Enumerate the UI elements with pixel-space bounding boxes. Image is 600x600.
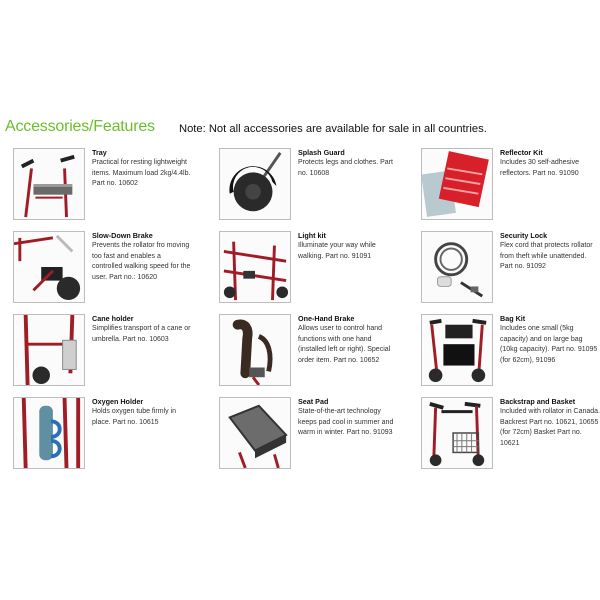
accessory-item-oxygen-holder: Oxygen Holder Holds oxygen tube firmly i… [13,397,193,473]
accessory-item-bag-kit: Bag Kit Includes one small (5kg capacity… [421,314,600,390]
item-name: Slow-Down Brake [92,231,153,240]
item-description: Prevents the rollator fro moving too fas… [92,242,191,281]
item-name: Light kit [298,231,326,240]
one-hand-brake-icon [219,314,291,386]
item-name: Backstrap and Basket [500,397,576,406]
item-name: Bag Kit [500,314,526,323]
item-name: Tray [92,148,107,157]
item-name: Seat Pad [298,397,329,406]
item-description: Includes one small (5kg capacity) and on… [500,325,598,364]
page-title: Accessories/Features [5,118,155,135]
accessory-item-one-hand-brake: One-Hand Brake Allows user to control ha… [219,314,399,390]
accessory-item-tray: Tray Practical for resting lightweight i… [13,148,193,224]
splash-guard-icon [219,148,291,220]
cane-holder-icon [13,314,85,386]
item-description: Includes 30 self-adhesive reflectors. Pa… [500,159,579,177]
reflector-kit-icon [421,148,493,220]
item-name: Reflector Kit [500,148,543,157]
tray-icon [13,148,85,220]
oxygen-holder-icon [13,397,85,469]
item-name: Oxygen Holder [92,397,144,406]
accessory-item-security-lock: Security Lock Flex cord that protects ro… [421,231,600,307]
backstrap-basket-icon [421,397,493,469]
item-name: Splash Guard [298,148,345,157]
page-header: Accessories/Features Note: Not all acces… [5,118,595,140]
item-description: Holds oxygen tube firmly in place. Part … [92,408,177,426]
light-kit-icon [219,231,291,303]
item-description: Flex cord that protects rollator from th… [500,242,593,270]
item-name: Cane holder [92,314,134,323]
slow-down-brake-icon [13,231,85,303]
accessory-item-backstrap-basket: Backstrap and Basket Included with rolla… [421,397,600,473]
item-description: Illuminate your way while walking. Part … [298,242,376,260]
item-description: Simplifies transport of a cane or umbrel… [92,325,191,343]
accessory-item-slow-down-brake: Slow-Down Brake Prevents the rollator fr… [13,231,193,307]
item-name: One-Hand Brake [298,314,355,323]
bag-kit-icon [421,314,493,386]
seat-pad-icon [219,397,291,469]
item-description: Included with rollator in Canada. Backre… [500,408,600,447]
item-description: Practical for resting lightweight items.… [92,159,191,187]
item-description: Allows user to control hand functions wi… [298,325,391,364]
accessory-item-reflector-kit: Reflector Kit Includes 30 self-adhesive … [421,148,600,224]
accessory-item-splash-guard: Splash Guard Protects legs and clothes. … [219,148,399,224]
accessory-item-seat-pad: Seat Pad State-of-the-art technology kee… [219,397,399,473]
item-description: State-of-the-art technology keeps pad co… [298,408,394,436]
availability-note: Note: Not all accessories are available … [179,123,487,135]
accessory-item-cane-holder: Cane holder Simplifies transport of a ca… [13,314,193,390]
item-description: Protects legs and clothes. Part no. 1060… [298,159,393,177]
accessory-item-light-kit: Light kit Illuminate your way while walk… [219,231,399,307]
item-name: Security Lock [500,231,548,240]
security-lock-icon [421,231,493,303]
